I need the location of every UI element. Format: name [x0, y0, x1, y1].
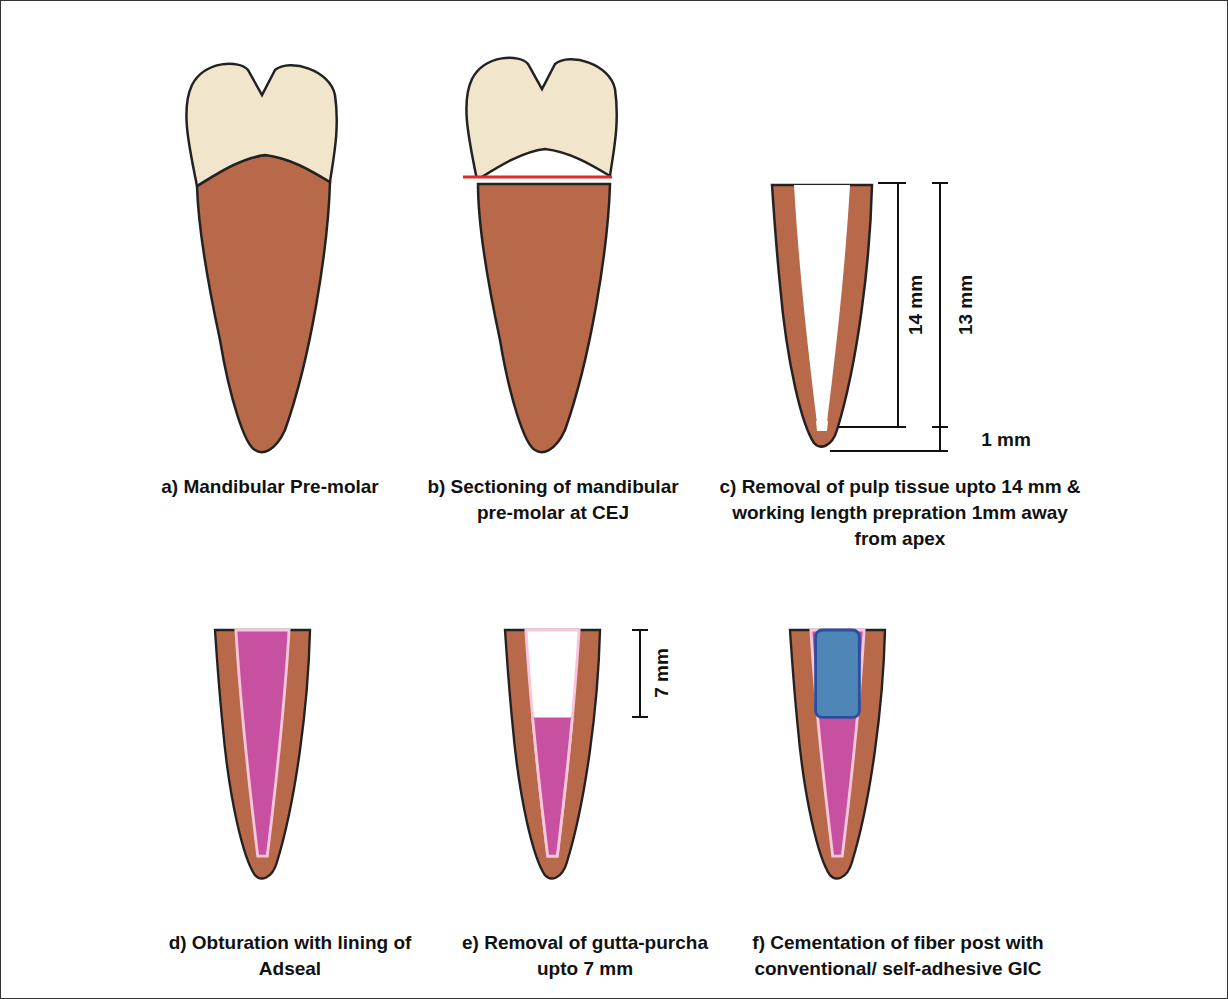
premolar-a	[186, 64, 336, 452]
dimension-lines	[830, 183, 948, 451]
dimension-label: 7 mm	[651, 648, 673, 698]
fiber-post	[816, 630, 860, 717]
caption: c) Removal of pulp tissue upto 14 mm & w…	[714, 474, 1086, 553]
caption: e) Removal of gutta-purcha upto 7 mm	[455, 930, 715, 982]
root-post-f	[790, 630, 885, 878]
dimension-label: 13 mm	[955, 275, 977, 335]
premolar-b	[462, 58, 617, 452]
dimension-label: 1 mm	[981, 429, 1031, 451]
caption: d) Obturation with lining of Adseal	[160, 930, 420, 982]
caption: b) Sectioning of mandibular pre-molar at…	[408, 474, 698, 526]
root-obturated-d	[215, 630, 310, 878]
caption: f) Cementation of fiber post with conven…	[718, 930, 1078, 982]
root-gp-removed-e	[505, 630, 600, 878]
dimension-bracket	[632, 630, 648, 717]
root-section-c	[772, 185, 872, 447]
dimension-label: 14 mm	[905, 275, 927, 335]
caption: a) Mandibular Pre-molar	[125, 474, 415, 500]
